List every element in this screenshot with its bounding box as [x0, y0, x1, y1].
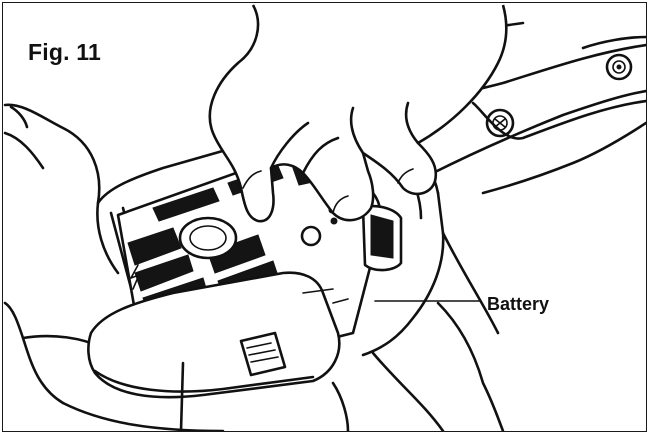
mower-housing [3, 103, 225, 431]
bolt-icon [485, 108, 515, 138]
hand-illustration [208, 4, 508, 223]
bolt-icon [605, 53, 633, 81]
mower-base [179, 231, 505, 431]
battery-callout-label: Battery [487, 294, 550, 314]
battery-install-illustration [3, 4, 646, 431]
battery-pack [87, 147, 403, 399]
figure-number: Fig. 11 [28, 39, 101, 65]
